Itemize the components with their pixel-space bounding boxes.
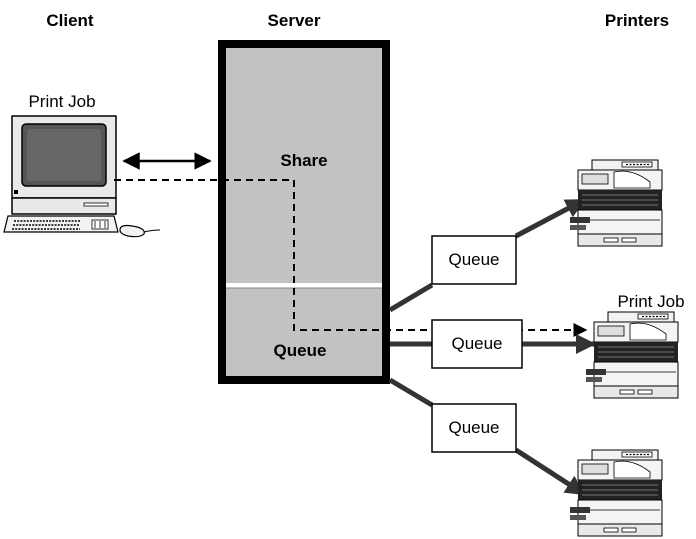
server-box [218,40,390,384]
connector-queue-1 [388,282,434,313]
server-share-label: Share [280,151,327,170]
computer-icon [3,115,161,238]
arrow-queue-3-printer-3 [514,447,586,497]
client-print-job-label: Print Job [28,92,95,111]
server-queue-label: Queue [274,341,327,360]
queue-3-label: Queue [448,418,499,437]
queue-1-label: Queue [448,250,499,269]
header-client: Client [46,11,94,30]
print-job-path [114,179,588,337]
arrow-queue-1-printer-1 [514,197,586,239]
queue-box-1: Queue [431,235,517,285]
printer-icon [585,311,679,399]
header-printers: Printers [605,11,669,30]
queue-box-2: Queue [431,319,523,369]
queue-2-label: Queue [451,334,502,353]
connector-queue-3 [388,377,434,408]
header-server: Server [268,11,321,30]
printer-icon [569,449,663,537]
queue-box-3: Queue [431,403,517,453]
printer-icon [569,159,663,247]
printer-print-job-label: Print Job [617,292,684,311]
